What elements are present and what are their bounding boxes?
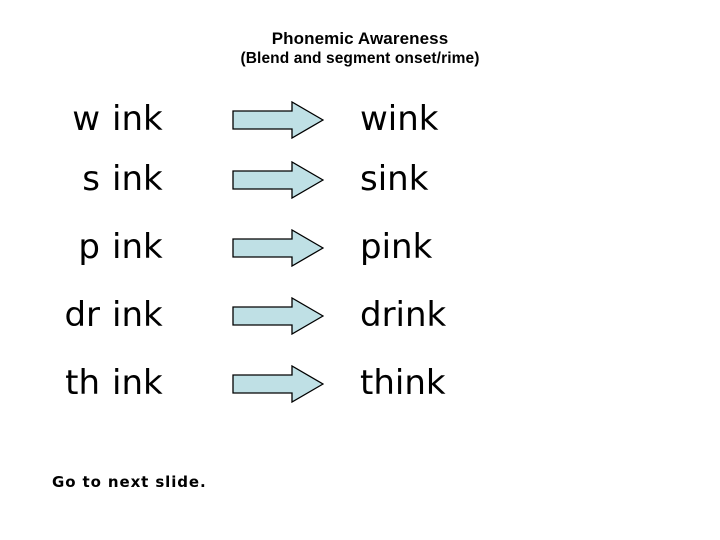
title-line-2: (Blend and segment onset/rime): [240, 50, 480, 67]
rime-text: ink: [112, 363, 163, 403]
blended-word-text: sink: [360, 159, 429, 199]
right-arrow-icon: [232, 161, 324, 199]
rime-text: ink: [112, 159, 163, 199]
title-line-1: Phonemic Awareness: [271, 29, 449, 48]
word-row: s ink sink: [0, 156, 720, 208]
blended-word-text: drink: [360, 295, 447, 335]
go-to-next-slide-note[interactable]: Go to next slide.: [52, 473, 207, 491]
rime-text: ink: [112, 99, 163, 139]
word-row: th ink think: [0, 360, 720, 412]
onset-text: p: [78, 227, 100, 267]
word-row: dr ink drink: [0, 292, 720, 344]
blended-word-text: pink: [360, 227, 433, 267]
rime-text: ink: [112, 227, 163, 267]
onset-text: w: [72, 99, 100, 139]
word-row: w ink wink: [0, 96, 720, 148]
right-arrow-icon: [232, 297, 324, 335]
right-arrow-icon: [232, 229, 324, 267]
rime-text: ink: [112, 295, 163, 335]
word-rows: w ink wink s ink sink p ink pink dr ink: [0, 96, 720, 412]
blended-word-text: wink: [360, 99, 439, 139]
right-arrow-icon: [232, 365, 324, 403]
onset-text: dr: [64, 295, 100, 335]
slide-title: Phonemic Awareness (Blend and segment on…: [0, 28, 720, 69]
word-row: p ink pink: [0, 224, 720, 276]
blended-word-text: think: [360, 363, 446, 403]
right-arrow-icon: [232, 101, 324, 139]
onset-text: s: [82, 159, 100, 199]
onset-text: th: [65, 363, 100, 403]
